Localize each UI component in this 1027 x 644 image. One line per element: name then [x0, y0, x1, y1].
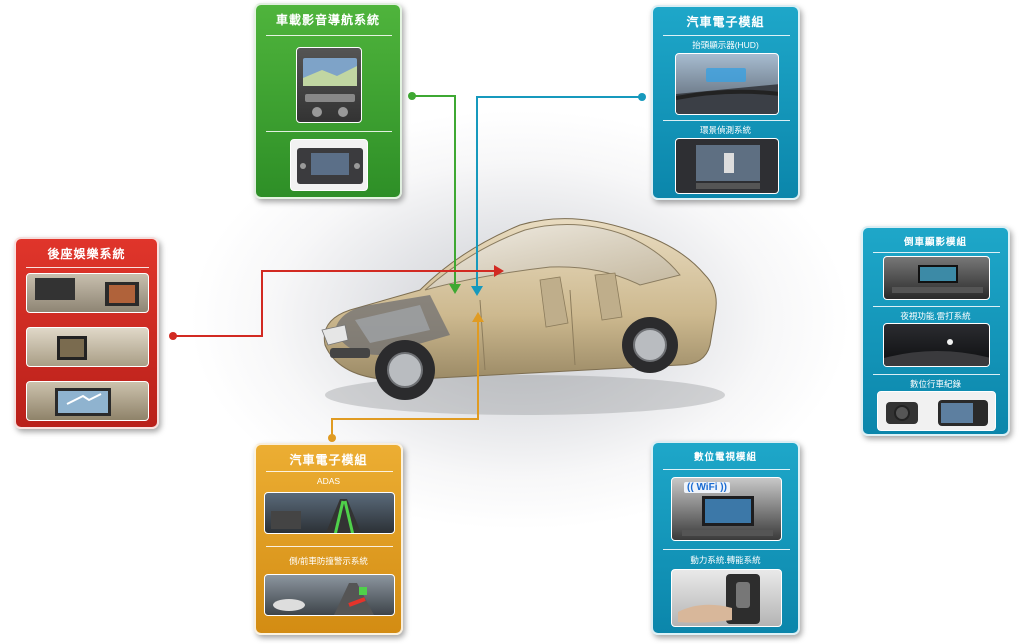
section-label-hud: 抬頭顯示器(HUD)	[692, 40, 759, 50]
gear-shifter-image	[671, 569, 782, 627]
panel-rear-entertainment: 後座娛樂系統	[14, 237, 159, 429]
wifi-icon: ))	[720, 482, 727, 493]
section-label-powertrain: 動力系統.轉能系統	[690, 555, 761, 565]
panel-reverse-camera: 倒車顯影模組 夜視功能.雷打系統 數位行車紀錄	[861, 226, 1010, 436]
wifi-label: WiFi	[696, 482, 718, 493]
panel-digital-tv: 數位電視模組 (( WiFi )) 動力系統.轉能系統	[651, 441, 800, 635]
night-vision-image	[883, 323, 990, 367]
red-connector-dot	[169, 332, 177, 340]
panel-av-navigation: 車載影音導航系統	[254, 3, 402, 199]
rear-seat-screen-image	[26, 381, 149, 421]
car-dvd-headunit-image	[290, 139, 368, 191]
collision-warning-image	[264, 574, 395, 616]
orange-connector-dot	[328, 434, 336, 442]
section-label-surround-view: 環景偵測系統	[699, 125, 751, 135]
green-arrowhead	[449, 284, 461, 294]
section-label-adas: ADAS	[316, 476, 341, 486]
green-connector-dot	[408, 92, 416, 100]
wifi-badge: (( WiFi ))	[684, 482, 730, 493]
adas-image	[264, 492, 395, 534]
reverse-camera-dashboard-image	[883, 256, 990, 300]
wifi-icon: ((	[687, 482, 694, 493]
panel-title: 後座娛樂系統	[47, 247, 126, 261]
cyan-connector-dot	[638, 93, 646, 101]
rear-seat-ceiling-monitor-image	[26, 273, 149, 313]
section-label-dashcam: 數位行車紀錄	[909, 379, 961, 389]
red-connector	[173, 270, 495, 337]
panel-auto-electronics-bottom: 汽車電子模組 ADAS 側/前車防撞警示系統	[254, 443, 403, 635]
panel-auto-electronics-top: 汽車電子模組 抬頭顯示器(HUD) 環景偵測系統	[651, 5, 800, 200]
digital-tv-screen-image: (( WiFi ))	[671, 477, 782, 541]
panel-title: 汽車電子模組	[289, 453, 368, 467]
cyan-connector	[476, 96, 642, 292]
panel-title: 數位電視模組	[693, 452, 757, 463]
panel-title: 汽車電子模組	[686, 15, 765, 29]
orange-arrowhead	[472, 312, 484, 322]
car-cutaway-illustration	[321, 218, 725, 415]
dashcam-devices-image	[877, 391, 996, 431]
headrest-monitor-image	[26, 327, 149, 367]
orange-connector	[331, 318, 479, 438]
panel-title: 倒車顯影模組	[903, 237, 967, 248]
red-arrowhead	[494, 265, 504, 277]
green-connector	[412, 95, 456, 290]
surround-view-screen-image	[675, 138, 779, 194]
section-label-collision-warning: 側/前車防撞警示系統	[289, 556, 368, 566]
hud-display-image	[675, 53, 779, 115]
section-label-night-vision: 夜視功能.雷打系統	[900, 311, 971, 321]
cyan-arrowhead	[471, 286, 483, 296]
car-navigation-screen-image	[296, 47, 362, 123]
panel-title: 車載影音導航系統	[275, 13, 380, 27]
